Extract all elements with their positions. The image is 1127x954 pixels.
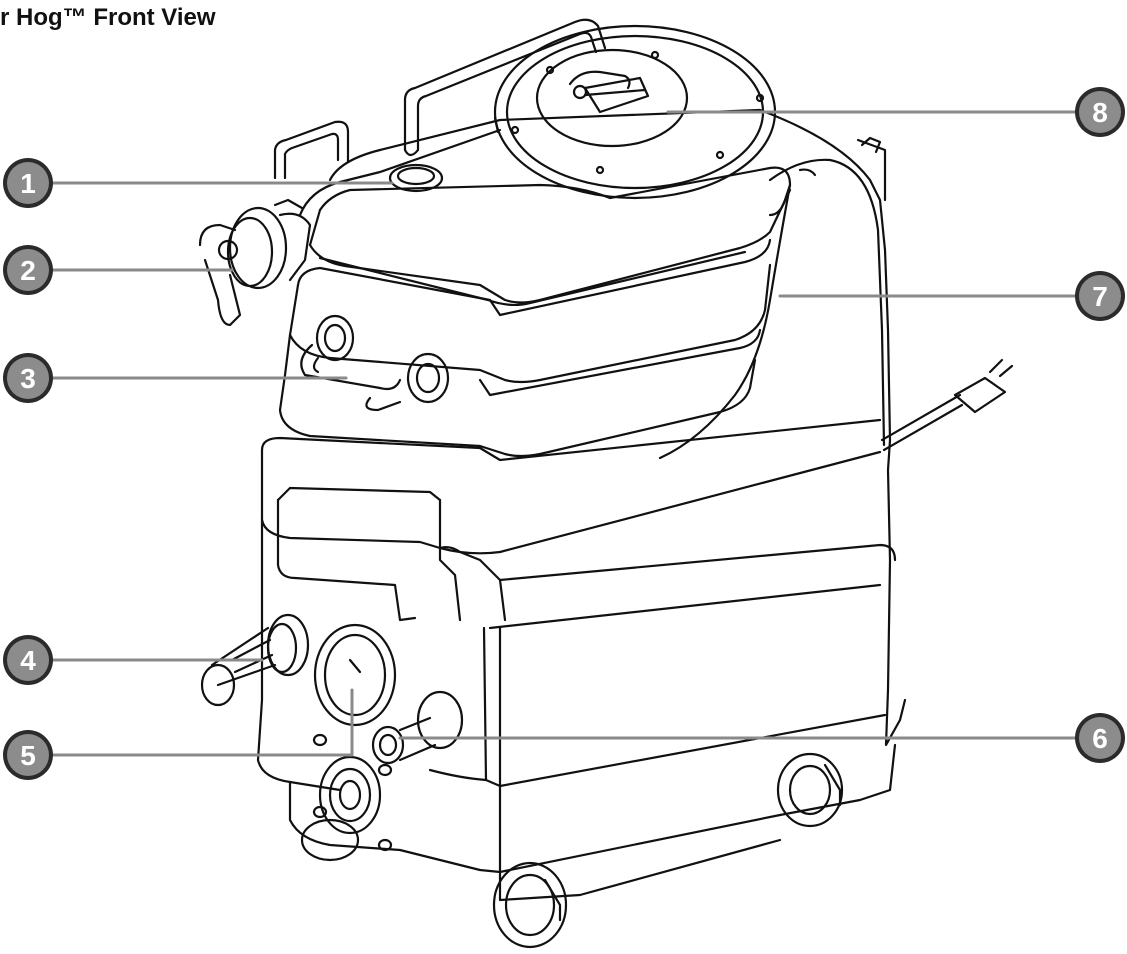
callout-5-label: 5 (20, 740, 36, 771)
quick-connect-port (371, 690, 464, 765)
callout-7: 7 (1075, 271, 1125, 321)
leader-lines (48, 110, 1077, 757)
callout-6-label: 6 (1092, 723, 1108, 754)
callout-3-label: 3 (20, 363, 36, 394)
callout-1-label: 1 (20, 168, 36, 199)
power-cord (880, 358, 1014, 452)
leader-5 (48, 688, 354, 757)
machine-body (256, 108, 907, 902)
callout-4: 4 (3, 635, 53, 685)
callout-8-label: 8 (1092, 97, 1108, 128)
callout-7-label: 7 (1092, 281, 1108, 312)
page-title: r Hog™ Front View (0, 4, 216, 31)
hose-loop (300, 314, 450, 412)
pressure-gauge (312, 623, 397, 852)
pressure-relief-knob (388, 163, 444, 193)
casters (300, 752, 844, 949)
top-handle (403, 18, 607, 157)
solution-valve-knob (200, 613, 310, 707)
callout-3: 3 (3, 353, 53, 403)
callout-1: 1 (3, 158, 53, 208)
callout-6: 6 (1075, 713, 1125, 763)
callout-8: 8 (1075, 87, 1125, 137)
callout-5: 5 (3, 730, 53, 780)
callout-2-label: 2 (20, 255, 36, 286)
callout-badges: 1 2 3 4 5 6 7 (3, 87, 1125, 780)
side-handle (273, 120, 350, 180)
crank-handle (198, 198, 312, 327)
callout-4-label: 4 (20, 645, 36, 676)
callout-2: 2 (3, 245, 53, 295)
